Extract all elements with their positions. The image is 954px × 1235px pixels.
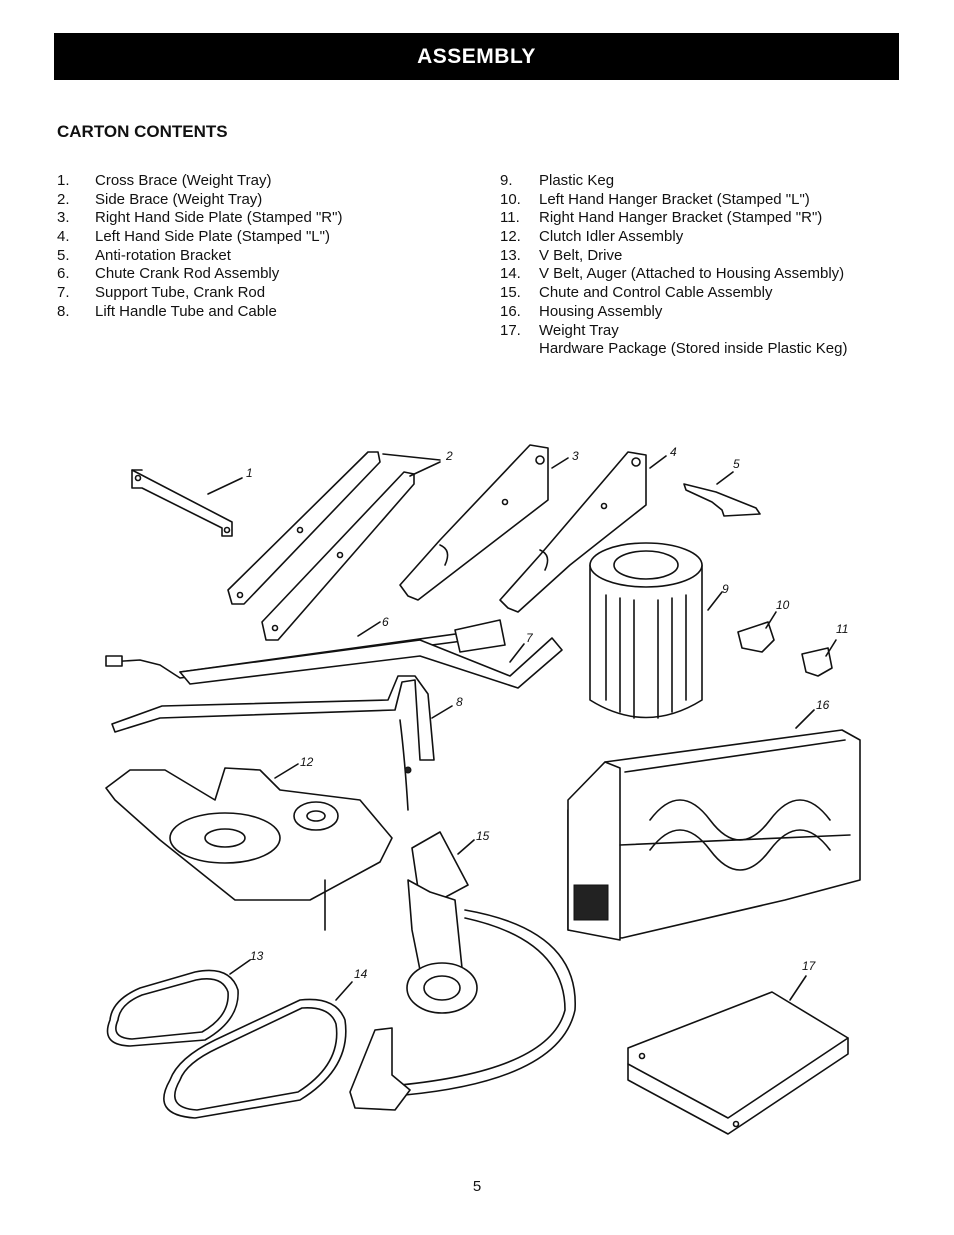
list-item: 16.Housing Assembly (500, 302, 663, 320)
list-item: 6.Chute Crank Rod Assembly (57, 265, 280, 283)
carton-contents-heading: CARTON CONTENTS (57, 122, 228, 141)
list-item: 14.V Belt, Auger (Attached to Housing As… (500, 265, 845, 283)
parts-illustration: 1 2 3 4 5 6 7 8 9 10 11 12 13 14 15 16 1… (105, 444, 861, 1135)
list-item: 8.Lift Handle Tube and Cable (57, 302, 277, 320)
list-item: 2.Side Brace (Weight Tray) (57, 190, 263, 208)
list-item: 17.Weight Tray (500, 321, 619, 339)
list-item: 7.Support Tube, Crank Rod (57, 284, 266, 302)
list-item: 10.Left Hand Hanger Bracket (Stamped "L"… (500, 190, 810, 208)
parts-list-left: 1.Cross Brace (Weight Tray) 2.Side Brace… (57, 172, 342, 322)
callout-5: 5 (733, 457, 740, 471)
callout-7: 7 (526, 631, 534, 645)
section-banner: ASSEMBLY (54, 33, 899, 80)
list-item: Hardware Package (Stored inside Plastic … (539, 340, 848, 358)
callout-1: 1 (246, 466, 253, 480)
callout-6: 6 (382, 615, 389, 629)
list-item: 9.Plastic Keg (500, 172, 615, 189)
left-side-plate-drawing (499, 451, 647, 613)
list-item: 12.Clutch Idler Assembly (500, 228, 684, 246)
drive-belt-drawing (106, 969, 239, 1047)
cross-brace-drawing (131, 469, 233, 537)
list-item: 4.Left Hand Side Plate (Stamped "L") (57, 228, 330, 246)
left-hanger-bracket-drawing (737, 621, 775, 653)
callout-14: 14 (354, 967, 368, 981)
clutch-idler-drawing (105, 767, 393, 931)
callout-9: 9 (722, 582, 729, 596)
callout-13: 13 (250, 949, 264, 963)
list-item: 1.Cross Brace (Weight Tray) (57, 172, 272, 189)
lift-handle-tube-drawing (111, 675, 435, 811)
list-item: 5.Anti-rotation Bracket (57, 246, 231, 264)
right-hanger-bracket-drawing (801, 647, 833, 677)
list-item: 11.Right Hand Hanger Bracket (Stamped "R… (500, 209, 823, 227)
callout-2: 2 (445, 449, 453, 463)
callout-4: 4 (670, 445, 677, 459)
list-item: 13.V Belt, Drive (500, 246, 623, 264)
callout-10: 10 (776, 598, 790, 612)
list-item: 15.Chute and Control Cable Assembly (500, 284, 773, 302)
parts-list-right: 9.Plastic Keg 10.Left Hand Hanger Bracke… (500, 172, 847, 359)
callout-16: 16 (816, 698, 830, 712)
callout-15: 15 (476, 829, 490, 843)
weight-tray-drawing (627, 991, 849, 1135)
side-brace-drawing (227, 451, 415, 641)
anti-rotation-bracket-drawing (683, 483, 761, 517)
support-tube-drawing (179, 637, 563, 689)
right-side-plate-drawing (399, 444, 549, 601)
callout-8: 8 (456, 695, 463, 709)
leader-lines (207, 453, 837, 1001)
chute-crank-rod-drawing (105, 619, 506, 679)
housing-assembly-drawing (567, 729, 861, 941)
callout-11: 11 (836, 622, 848, 636)
callout-3: 3 (572, 449, 579, 463)
callout-12: 12 (300, 755, 314, 769)
list-item: 3.Right Hand Side Plate (Stamped "R") (57, 209, 343, 227)
banner-title: ASSEMBLY (417, 45, 536, 68)
auger-belt-drawing (163, 998, 347, 1119)
plastic-keg-drawing (589, 542, 703, 719)
chute-cable-drawing (349, 831, 576, 1111)
callout-17: 17 (802, 959, 817, 973)
page-number: 5 (472, 1178, 482, 1195)
